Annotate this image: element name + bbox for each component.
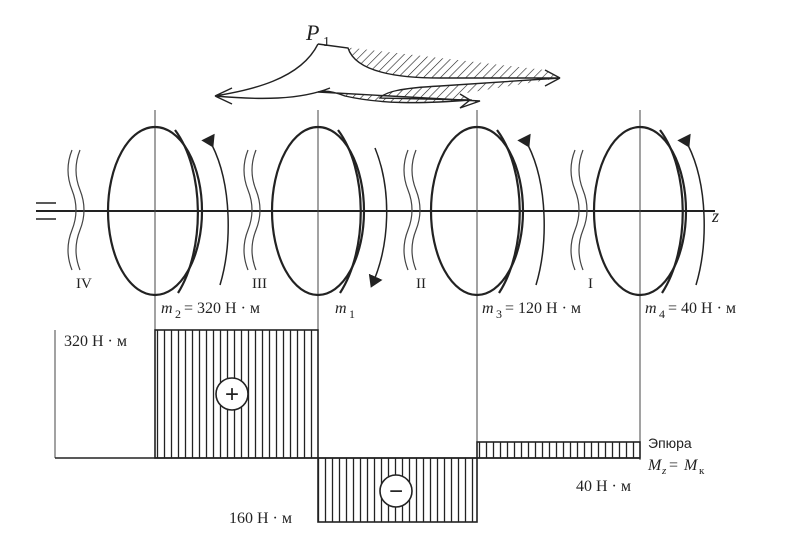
torque-arrows <box>201 133 705 288</box>
m3-sub: 3 <box>496 307 502 321</box>
guide-lines <box>54 110 641 460</box>
m1-sub: 1 <box>349 307 355 321</box>
torque-epure: + − 320 Н · м 160 Н · м 40 Н · м Эпюра M… <box>55 329 705 527</box>
section-label-iii: III <box>252 276 267 292</box>
force-arrow-p1: P 1 <box>214 20 561 109</box>
mk-symbol: M <box>683 457 699 474</box>
m3-value: = 120 Н · м <box>505 300 581 317</box>
section-label-iv: IV <box>76 276 92 292</box>
epure-top-value: 320 Н · м <box>64 333 127 350</box>
m1-symbol: m <box>335 300 347 317</box>
torque-arrow-m3 <box>517 133 545 286</box>
epure-segment-small <box>476 441 641 459</box>
mk-sub: к <box>699 465 705 477</box>
force-label: P <box>305 20 319 45</box>
minus-sign: − <box>389 478 403 505</box>
formula-eq: = <box>669 457 678 474</box>
axis-label: z <box>711 206 719 226</box>
mz-sub: z <box>661 465 667 477</box>
pulley-m1 <box>270 125 366 297</box>
minus-sign-circle <box>379 474 413 508</box>
torque-arrow-m1 <box>368 147 388 288</box>
epure-bottom-value: 160 Н · м <box>229 510 292 527</box>
pulley-m4 <box>592 125 688 297</box>
mz-symbol: M <box>647 457 663 474</box>
section-cuts <box>67 149 588 271</box>
epure-right-value: 40 Н · м <box>576 478 631 495</box>
epure-segment-positive <box>154 329 319 459</box>
pulley-m3 <box>429 125 525 297</box>
m2-value: = 320 Н · м <box>184 300 260 317</box>
plus-sign-circle <box>215 377 249 411</box>
section-label-i: I <box>588 276 593 292</box>
m3-symbol: m <box>482 300 494 317</box>
shaft: z <box>36 202 719 226</box>
plus-sign: + <box>225 381 239 408</box>
pulleys <box>106 125 688 297</box>
section-label-ii: II <box>416 276 426 292</box>
torque-arrow-m2 <box>201 133 229 286</box>
m2-symbol: m <box>161 300 173 317</box>
m4-value: = 40 Н · м <box>668 300 736 317</box>
pulley-m2 <box>106 125 204 297</box>
epure-title: Эпюра <box>648 435 692 451</box>
m4-symbol: m <box>645 300 657 317</box>
torque-arrow-m4 <box>677 133 705 286</box>
moment-labels: m 2 = 320 Н · м m 1 m 3 = 120 Н · м m 4 … <box>161 300 736 321</box>
m2-sub: 2 <box>175 307 181 321</box>
m4-sub: 4 <box>659 307 665 321</box>
force-sub: 1 <box>323 35 330 50</box>
